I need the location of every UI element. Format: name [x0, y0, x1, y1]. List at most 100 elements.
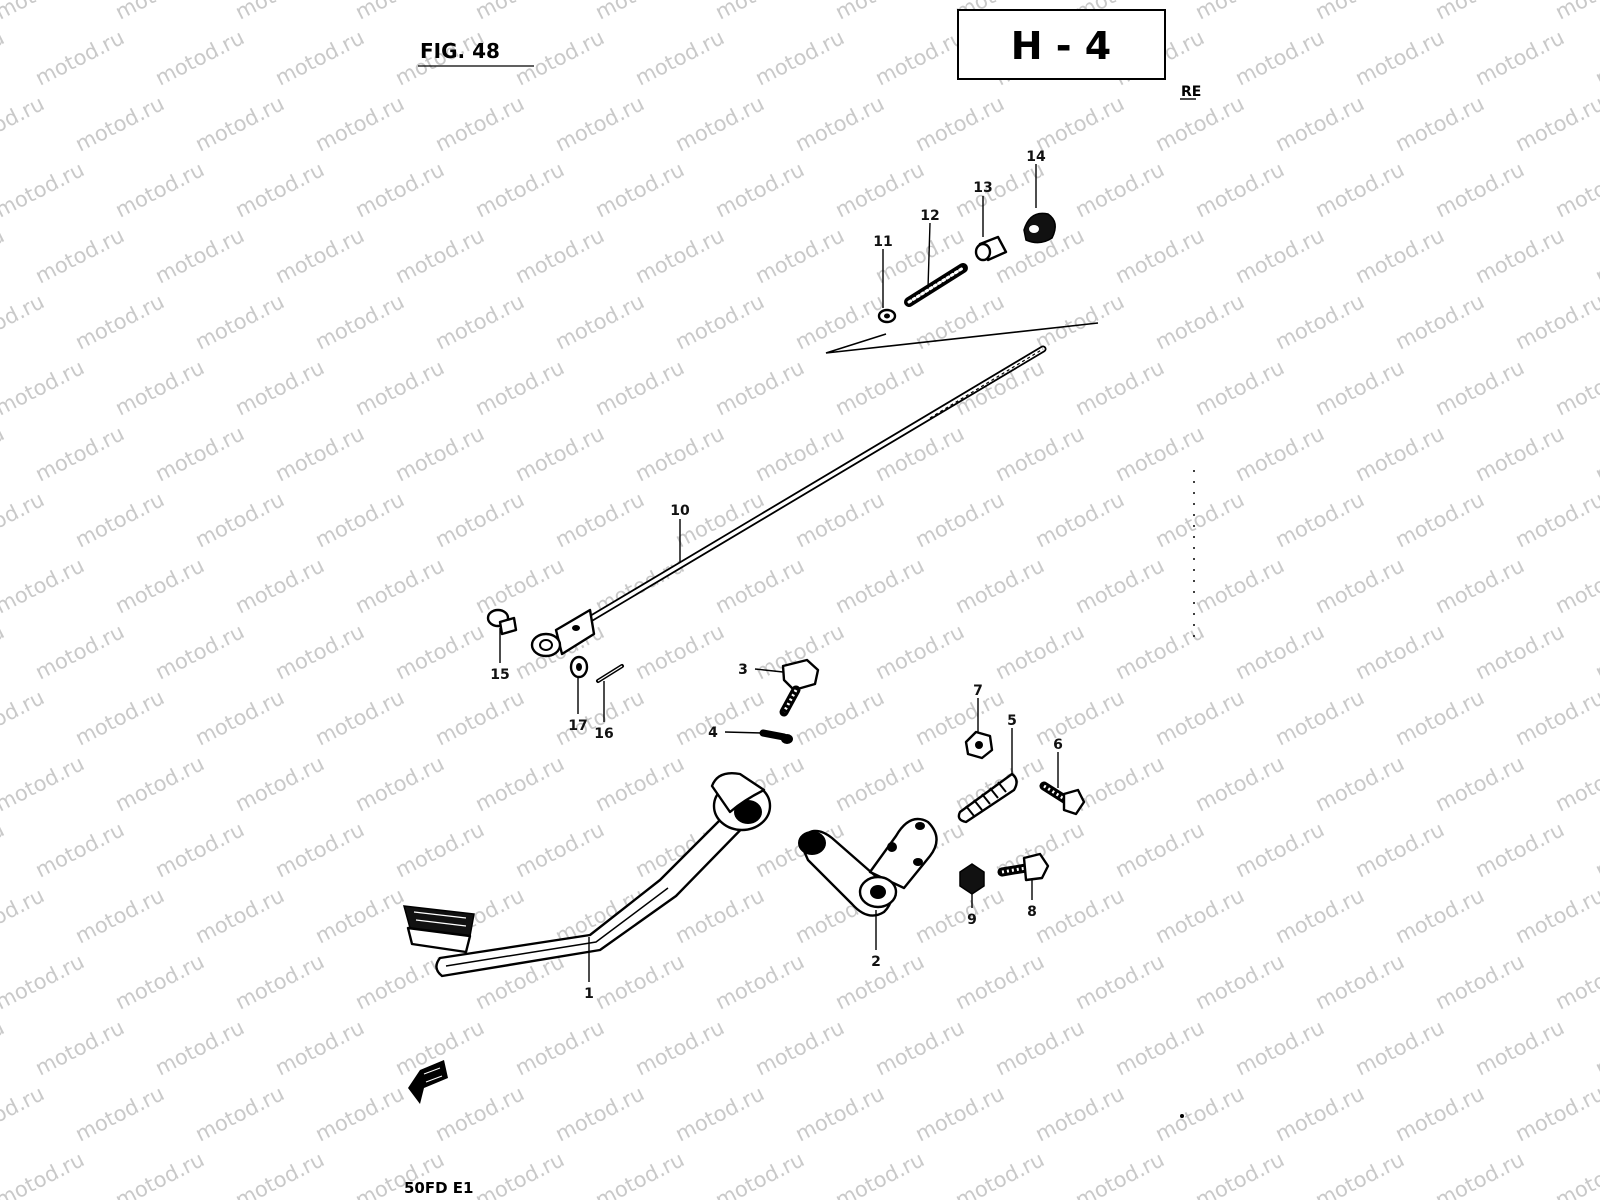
watermark-text: motod.ru: [351, 751, 448, 816]
watermark-text: motod.ru: [391, 817, 488, 882]
watermark-text: motod.ru: [431, 289, 528, 354]
watermark-text: motod.ru: [1431, 355, 1528, 420]
watermark-text: motod.ru: [1511, 1081, 1600, 1146]
watermark-text: motod.ru: [1471, 223, 1568, 288]
watermark-text: motod.ru: [0, 949, 88, 1014]
watermark-text: motod.ru: [1111, 223, 1208, 288]
watermark-text: motod.ru: [1271, 1081, 1368, 1146]
watermark-text: motod.ru: [391, 421, 488, 486]
watermark-text: motod.ru: [1031, 487, 1128, 552]
part-nut-7: [964, 730, 994, 760]
watermark-text: motod.ru: [311, 685, 408, 750]
part-clevis-pin-15: [486, 608, 518, 636]
watermark-text: motod.ru: [0, 817, 8, 882]
watermark-text: motod.ru: [671, 685, 768, 750]
callout-2: 2: [871, 954, 881, 970]
watermark-text: motod.ru: [31, 619, 128, 684]
watermark-text: motod.ru: [1511, 289, 1600, 354]
watermark-text: motod.ru: [1151, 91, 1248, 156]
watermark-text: motod.ru: [1031, 1081, 1128, 1146]
watermark-text: motod.ru: [191, 1081, 288, 1146]
callout-15: 15: [490, 667, 509, 683]
watermark-text: motod.ru: [0, 421, 8, 486]
watermark-text: motod.ru: [31, 817, 128, 882]
watermark-text: motod.ru: [591, 157, 688, 222]
watermark-text: motod.ru: [1511, 91, 1600, 156]
watermark-text: motod.ru: [471, 355, 568, 420]
model-code: 50FD E1: [404, 1179, 473, 1197]
watermark-text: motod.ru: [551, 1081, 648, 1146]
watermark-text: motod.ru: [1431, 0, 1528, 24]
part-cotter-pin-16: [596, 664, 624, 683]
watermark-text: motod.ru: [71, 289, 168, 354]
watermark-text: motod.ru: [751, 25, 848, 90]
watermark-text: motod.ru: [831, 355, 928, 420]
watermark-text: motod.ru: [1311, 0, 1408, 24]
callout-5: 5: [1007, 713, 1017, 729]
watermark-text: motod.ru: [711, 1147, 808, 1200]
watermark-text: motod.ru: [391, 223, 488, 288]
watermark-text: motod.ru: [1191, 355, 1288, 420]
watermark-text: motod.ru: [791, 289, 888, 354]
watermark-text: motod.ru: [0, 355, 88, 420]
watermark-text: motod.ru: [711, 157, 808, 222]
watermark-text: motod.ru: [431, 487, 528, 552]
watermark-text: motod.ru: [951, 157, 1048, 222]
watermark-text: motod.ru: [0, 25, 8, 90]
corner-mark: RE: [1181, 84, 1201, 100]
watermark-text: motod.ru: [991, 619, 1088, 684]
watermark-text: motod.ru: [71, 1081, 168, 1146]
watermark-text: motod.ru: [591, 1147, 688, 1200]
watermark-text: motod.ru: [1111, 619, 1208, 684]
watermark-text: motod.ru: [711, 553, 808, 618]
part-bolt-3: [779, 658, 820, 717]
watermark-text: motod.ru: [0, 91, 48, 156]
watermark-text: motod.ru: [1471, 1015, 1568, 1080]
part-spring-5: [957, 772, 1018, 824]
part-cap-nut-14: [1023, 212, 1056, 244]
watermark-text: motod.ru: [191, 91, 288, 156]
watermark-text: motod.ru: [1271, 487, 1368, 552]
watermark-text: motod.ru: [231, 0, 328, 24]
watermark-text: motod.ru: [1311, 355, 1408, 420]
watermark-text: motod.ru: [871, 619, 968, 684]
watermark-text: motod.ru: [191, 685, 288, 750]
watermark-text: motod.ru: [631, 223, 728, 288]
watermark-text: motod.ru: [1511, 883, 1600, 948]
watermark-text: motod.ru: [1391, 91, 1488, 156]
figure-label: FIG. 48: [420, 39, 500, 63]
watermark-text: motod.ru: [311, 91, 408, 156]
watermark-text: motod.ru: [631, 619, 728, 684]
watermark-text: motod.ru: [991, 421, 1088, 486]
watermark-text: motod.ru: [0, 1081, 48, 1146]
watermark-text: motod.ru: [71, 883, 168, 948]
watermark-text: motod.ru: [1471, 421, 1568, 486]
watermark-text: motod.ru: [1391, 883, 1488, 948]
watermark-text: motod.ru: [1071, 949, 1168, 1014]
watermark-text: motod.ru: [1151, 1081, 1248, 1146]
callout-9: 9: [967, 912, 977, 928]
callout-3: 3: [738, 662, 748, 678]
watermark-text: motod.ru: [911, 487, 1008, 552]
part-brake-pedal-1: [402, 772, 772, 978]
watermark-text: motod.ru: [1151, 685, 1248, 750]
watermark-text: motod.ru: [1111, 817, 1208, 882]
part-washer-17: [569, 655, 589, 679]
watermark-text: motod.ru: [191, 883, 288, 948]
watermark-text: motod.ru: [511, 1015, 608, 1080]
watermark-text: motod.ru: [351, 355, 448, 420]
watermark-text: motod.ru: [0, 0, 88, 24]
watermark-text: motod.ru: [1311, 553, 1408, 618]
watermark-text: motod.ru: [351, 949, 448, 1014]
watermark-text: motod.ru: [1271, 883, 1368, 948]
watermark-text: motod.ru: [1071, 1147, 1168, 1200]
watermark-text: motod.ru: [1231, 25, 1328, 90]
watermark-text: motod.ru: [911, 883, 1008, 948]
watermark-text: motod.ru: [1191, 1147, 1288, 1200]
watermark-text: motod.ru: [111, 949, 208, 1014]
watermark-text: motod.ru: [431, 1081, 528, 1146]
figure-header: FIG. 48: [418, 39, 534, 67]
watermark-text: motod.ru: [1311, 1147, 1408, 1200]
watermark-text: motod.ru: [111, 751, 208, 816]
